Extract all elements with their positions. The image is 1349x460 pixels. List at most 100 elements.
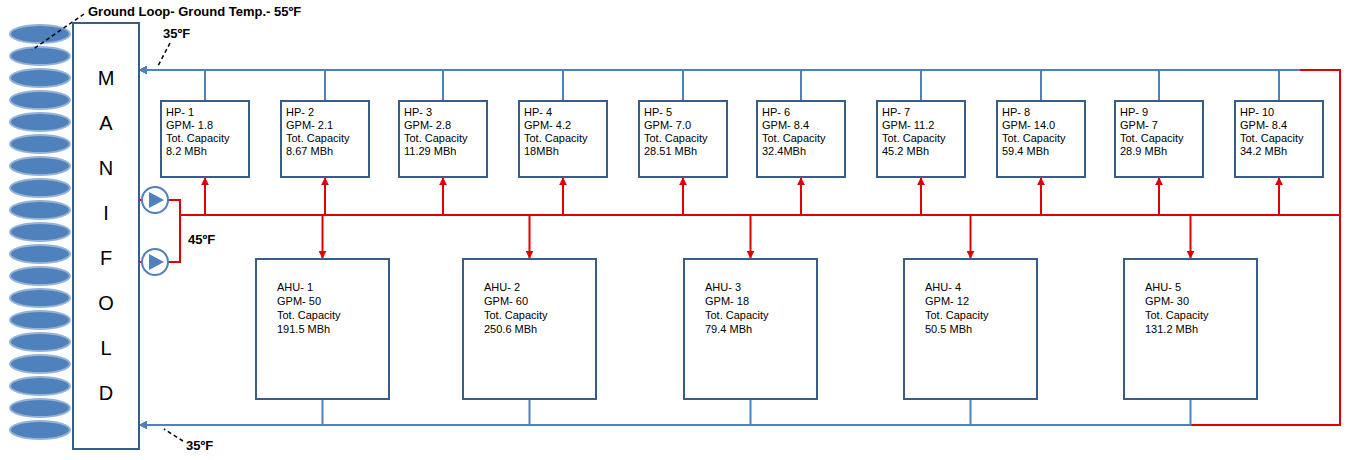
pump-triangle xyxy=(149,192,164,208)
air-handler-box: AHU- 4GPM- 12Tot. Capacity50.5 MBh xyxy=(903,258,1038,400)
coil-loop xyxy=(10,333,70,351)
box-text: Tot. Capacity xyxy=(484,308,587,322)
box-text: HP- 9 xyxy=(1120,106,1198,119)
supply-pipe xyxy=(140,200,971,258)
box-text: GPM- 2.8 xyxy=(404,119,482,132)
heat-pump-box: HP- 3GPM- 2.8Tot. Capacity11.29 MBh xyxy=(398,100,488,178)
heat-pump-box: HP- 2GPM- 2.1Tot. Capacity8.67 MBh xyxy=(280,100,370,178)
return-pipe xyxy=(140,70,921,100)
coil-loop xyxy=(10,135,70,153)
box-text: Tot. Capacity xyxy=(524,132,602,145)
box-text: AHU- 2 xyxy=(484,280,587,294)
box-text: Tot. Capacity xyxy=(286,132,364,145)
box-text: 32.4MBh xyxy=(762,145,840,158)
box-text: HP- 3 xyxy=(404,106,482,119)
return-pipe xyxy=(140,70,205,100)
return-pipe xyxy=(140,400,751,425)
coil-loop xyxy=(10,157,70,175)
box-text: HP- 4 xyxy=(524,106,602,119)
coil-loop xyxy=(10,289,70,307)
box-text: 79.4 MBh xyxy=(705,322,808,336)
heat-pump-box: HP- 1GPM- 1.8Tot. Capacity8.2 MBh xyxy=(160,100,250,178)
heat-pump-box: HP- 6GPM- 8.4Tot. Capacity32.4MBh xyxy=(756,100,846,178)
supply-pipe xyxy=(140,178,1159,215)
return-pipe xyxy=(140,70,683,100)
leader-lines xyxy=(32,14,183,441)
return-pipe xyxy=(140,400,530,425)
box-text: 8.2 MBh xyxy=(166,145,244,158)
air-handler-box: AHU- 2GPM- 60Tot. Capacity250.6 MBh xyxy=(462,258,597,400)
return-pipe xyxy=(140,70,325,100)
return-pipe xyxy=(140,70,563,100)
coil-loop xyxy=(10,377,70,395)
box-text: 45.2 MBh xyxy=(882,145,960,158)
pump-symbol xyxy=(142,249,168,275)
temperature-label: 35ºF xyxy=(163,26,190,41)
box-text: GPM- 11.2 xyxy=(882,119,960,132)
return-pipe xyxy=(140,70,801,100)
box-text: M A N I F O L D xyxy=(96,56,116,416)
box-text: HP- 5 xyxy=(644,106,722,119)
box-text: Tot. Capacity xyxy=(882,132,960,145)
air-handler-box: AHU- 1GPM- 50Tot. Capacity191.5 MBh xyxy=(255,258,390,400)
coil-loop xyxy=(10,25,70,43)
box-text: GPM- 4.2 xyxy=(524,119,602,132)
return-pipe xyxy=(140,70,1159,100)
box-text: HP- 2 xyxy=(286,106,364,119)
coil-loop xyxy=(10,113,70,131)
box-text: 18MBh xyxy=(524,145,602,158)
box-text: Tot. Capacity xyxy=(705,308,808,322)
box-text: Tot. Capacity xyxy=(404,132,482,145)
supply-pipe xyxy=(140,178,443,215)
box-text: GPM- 50 xyxy=(277,294,380,308)
box-text: GPM- 8.4 xyxy=(1240,119,1318,132)
supply-pipe xyxy=(140,178,801,215)
return-pipe xyxy=(140,400,323,425)
supply-pipe xyxy=(140,178,563,215)
box-text: 8.67 MBh xyxy=(286,145,364,158)
coil-loop xyxy=(10,311,70,329)
box-text: 11.29 MBh xyxy=(404,145,482,158)
box-text: 250.6 MBh xyxy=(484,322,587,336)
supply-pipe xyxy=(140,178,325,215)
coil-loop xyxy=(10,47,70,65)
coil-loop xyxy=(10,201,70,219)
air-handler-box: AHU- 5GPM- 30Tot. Capacity131.2 MBh xyxy=(1123,258,1258,400)
box-text: Tot. Capacity xyxy=(1240,132,1318,145)
supply-pipe xyxy=(140,178,205,215)
box-text: GPM- 7.0 xyxy=(644,119,722,132)
return-pipe xyxy=(140,70,443,100)
return-pipe xyxy=(140,400,1191,425)
box-text: Tot. Capacity xyxy=(644,132,722,145)
box-text: GPM- 1.8 xyxy=(166,119,244,132)
leader-line xyxy=(158,43,170,66)
box-text: 28.9 MBh xyxy=(1120,145,1198,158)
pump-symbol xyxy=(142,187,168,213)
box-text: 34.2 MBh xyxy=(1240,145,1318,158)
box-text: GPM- 7 xyxy=(1120,119,1198,132)
box-text: Tot. Capacity xyxy=(1002,132,1080,145)
manifold-box: M A N I F O L D xyxy=(72,22,140,450)
box-text: GPM- 18 xyxy=(705,294,808,308)
supply-pipe xyxy=(140,200,1191,258)
box-text: HP- 1 xyxy=(166,106,244,119)
return-pipe xyxy=(140,400,971,425)
box-text: GPM- 60 xyxy=(484,294,587,308)
pump-triangle xyxy=(149,254,164,270)
box-text: Tot. Capacity xyxy=(166,132,244,145)
box-text: GPM- 14.0 xyxy=(1002,119,1080,132)
leader-line xyxy=(164,429,183,441)
pipe-headers xyxy=(140,70,1340,425)
box-text: 191.5 MBh xyxy=(277,322,380,336)
box-text: AHU- 3 xyxy=(705,280,808,294)
supply-pipe xyxy=(140,200,323,258)
coil-loop xyxy=(10,399,70,417)
heat-pump-box: HP- 9GPM- 7Tot. Capacity28.9 MBh xyxy=(1114,100,1204,178)
supply-pipe xyxy=(140,200,751,258)
heat-pump-box: HP- 4GPM- 4.2Tot. Capacity18MBh xyxy=(518,100,608,178)
temperature-label: 35ºF xyxy=(186,438,213,453)
leader-line xyxy=(32,14,84,50)
box-text: Tot. Capacity xyxy=(1145,308,1248,322)
box-text: AHU- 1 xyxy=(277,280,380,294)
